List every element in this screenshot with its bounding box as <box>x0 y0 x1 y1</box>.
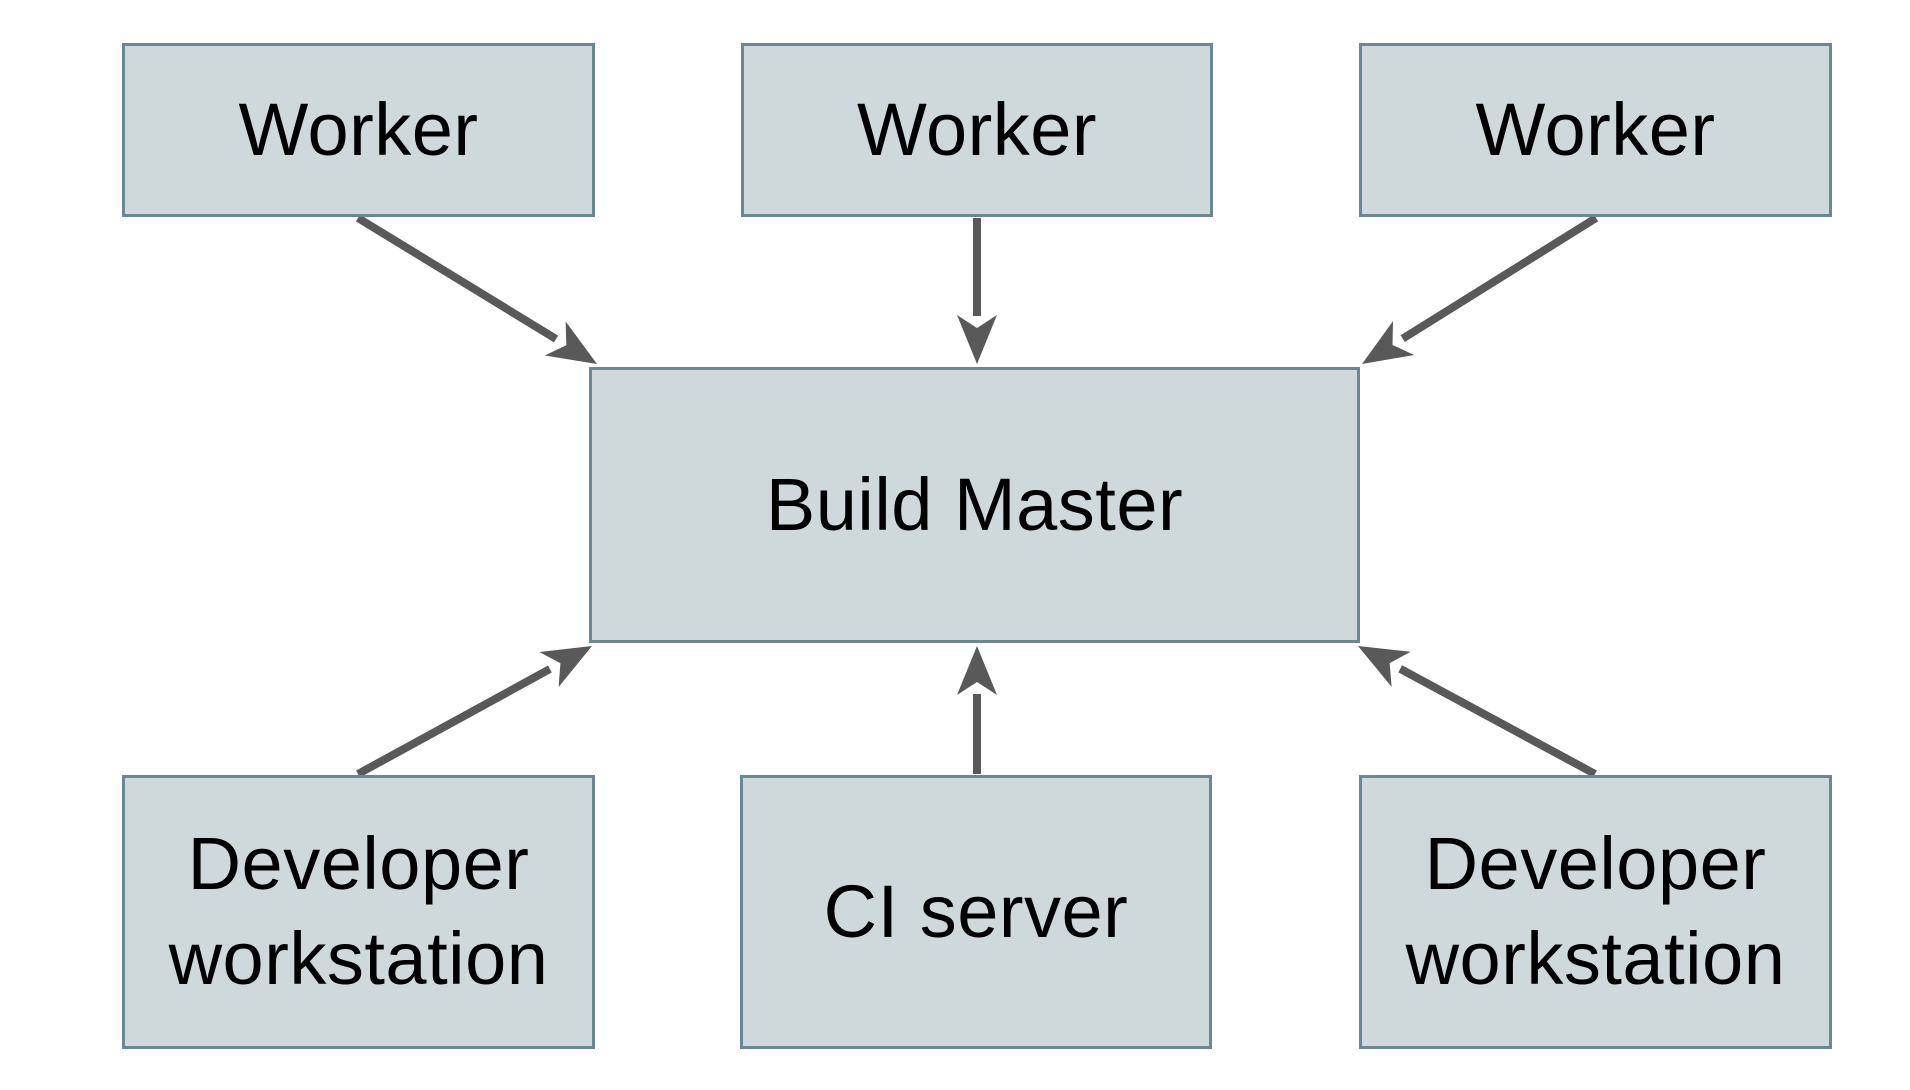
node-ci-server: CI server <box>740 775 1212 1049</box>
node-label: Developer workstation <box>1405 822 1786 1000</box>
node-worker-1: Worker <box>122 43 595 217</box>
node-label: Worker <box>238 87 479 171</box>
node-label: Developer workstation <box>168 822 549 1000</box>
arrow-worker-3-to-build-master <box>1362 214 1599 364</box>
node-worker-3: Worker <box>1359 43 1832 217</box>
node-developer-workstation-left: Developer workstation <box>122 775 595 1049</box>
node-label: Build Master <box>765 462 1184 546</box>
node-label: Worker <box>1475 87 1716 171</box>
node-label: CI server <box>823 869 1129 953</box>
node-label: Worker <box>856 87 1098 171</box>
arrow-developer-workstation-left-to-build-master <box>356 646 592 778</box>
arrow-developer-workstation-right-to-build-master <box>1358 646 1597 778</box>
node-build-master: Build Master <box>589 367 1360 643</box>
node-worker-2: Worker <box>741 43 1213 217</box>
node-developer-workstation-right: Developer workstation <box>1359 775 1832 1049</box>
arrow-worker-1-to-build-master <box>355 214 597 364</box>
